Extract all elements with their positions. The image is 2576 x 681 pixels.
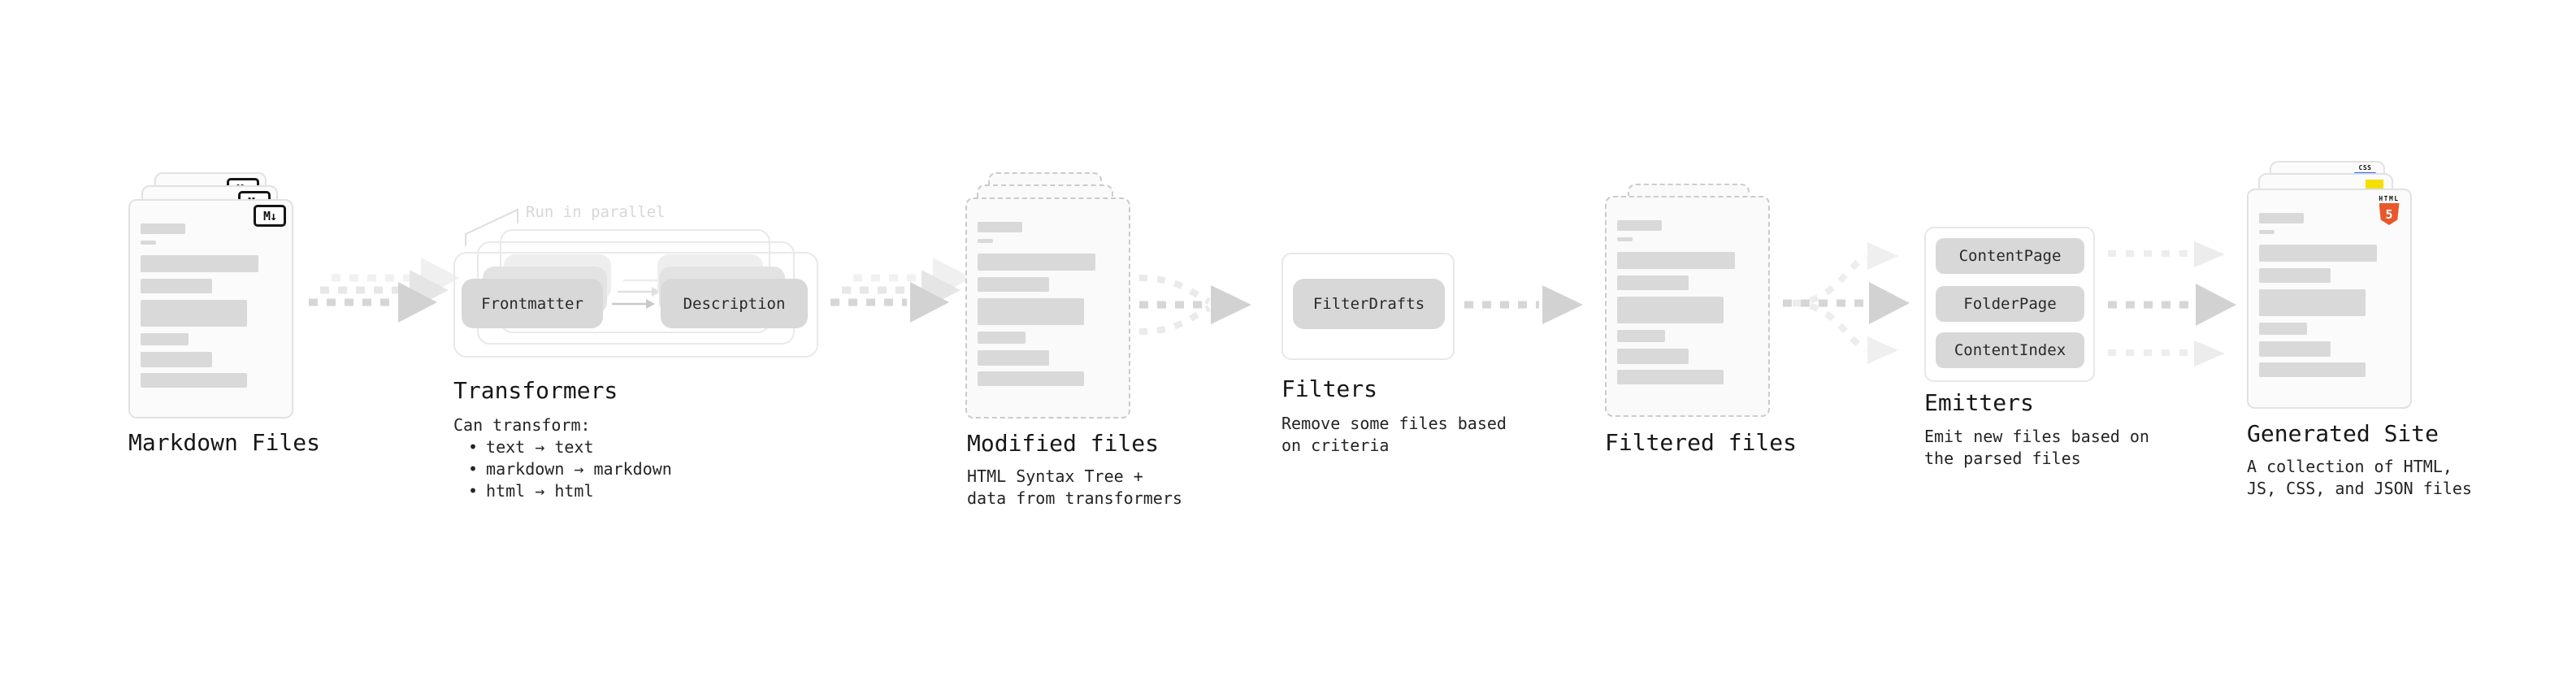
run-in-parallel-note: Run in parallel (526, 203, 666, 221)
stage-title-modified-files: Modified files (967, 430, 1160, 457)
transformers-bullet: •text → text (468, 437, 594, 457)
text-line-bar (141, 373, 248, 388)
text-line-bar (978, 332, 1026, 344)
stage-title-markdown-files: Markdown Files (128, 429, 321, 456)
transformers-bullet: •html → html (468, 481, 594, 501)
markdown-doc-card-front: M↓ (128, 199, 293, 419)
doc-text-lines (2259, 213, 2400, 377)
arrow-modified-to-filters (1138, 275, 1251, 335)
stage-title-emitters: Emitters (1924, 389, 2034, 416)
doc-text-lines (141, 223, 281, 388)
generated-site-description: A collection of HTML, JS, CSS, and JSON … (2247, 457, 2472, 498)
text-line-bar (141, 241, 157, 245)
text-line-bar (2259, 362, 2366, 377)
text-line-bar (141, 352, 213, 367)
text-line-bar (978, 222, 1023, 232)
text-line-bar (978, 239, 994, 243)
text-line-bar (1617, 237, 1633, 241)
text-line-bar (978, 277, 1050, 292)
filters-description: Remove some files based on criteria (1281, 414, 1507, 455)
filtered-doc-card-front (1605, 196, 1770, 417)
generated-doc-card-front: HTML 5 (2247, 189, 2412, 409)
text-line-bar (2259, 289, 2366, 316)
bullet-dot: • (468, 481, 479, 501)
modified-files-description: HTML Syntax Tree + data from transformer… (967, 466, 1182, 508)
text-line-bar (978, 254, 1096, 271)
filter-drafts-pill: FilterDrafts (1293, 279, 1445, 329)
modified-doc-card-front (965, 197, 1130, 419)
stage-title-filters: Filters (1281, 375, 1378, 402)
text-line-bar (141, 333, 189, 345)
frontmatter-pill: Frontmatter (462, 279, 603, 328)
text-line-bar (1617, 370, 1724, 384)
text-line-bar (978, 298, 1085, 325)
markdown-icon: M↓ (254, 205, 286, 227)
doc-text-lines (1617, 220, 1758, 384)
html5-icon: HTML 5 (2377, 195, 2401, 225)
description-pill: Description (661, 279, 808, 328)
text-line-bar (141, 279, 213, 293)
transformers-description: Can transform: •text → text •markdown → … (453, 414, 672, 502)
text-line-bar (141, 223, 186, 234)
emitters-description: Emit new files based on the parsed files (1924, 427, 2149, 468)
stage-title-filtered-files: Filtered files (1605, 429, 1798, 456)
transformer-box-front (453, 252, 818, 358)
transformers-bullet: •markdown → markdown (468, 459, 672, 479)
text-line-bar (2259, 213, 2305, 223)
text-line-bar (141, 255, 259, 272)
text-line-bar (2259, 230, 2275, 234)
text-line-bar (1617, 252, 1736, 269)
js-file-icon (2366, 180, 2383, 190)
bullet-dot: • (468, 459, 479, 479)
text-line-bar (1617, 275, 1689, 290)
content-page-pill: ContentPage (1936, 238, 2084, 274)
text-line-bar (1617, 220, 1663, 231)
text-line-bar (978, 350, 1050, 366)
transformers-desc-heading: Can transform: (453, 415, 591, 435)
text-line-bar (2259, 245, 2378, 262)
text-line-bar (2259, 341, 2331, 357)
text-line-bar (2259, 323, 2307, 335)
text-line-bar (1617, 297, 1724, 323)
text-line-bar (1617, 330, 1665, 342)
arrow-transformers-to-modified (830, 258, 972, 323)
bullet-dot: • (468, 437, 479, 457)
doc-text-lines (978, 222, 1118, 386)
arrow-filtered-to-emitters (1783, 242, 1910, 364)
text-line-bar (141, 300, 248, 327)
text-line-bar (978, 371, 1085, 386)
stage-title-transformers: Transformers (453, 377, 618, 404)
arrow-filters-to-filtered (1464, 285, 1583, 324)
text-line-bar (1617, 349, 1689, 364)
arrow-emitters-to-generated (2108, 241, 2236, 367)
content-index-pill: ContentIndex (1936, 332, 2084, 368)
text-line-bar (2259, 268, 2331, 283)
stage-title-generated-site: Generated Site (2247, 420, 2439, 447)
folder-page-pill: FolderPage (1936, 286, 2084, 322)
arrow-markdown-to-transformers (309, 258, 460, 323)
